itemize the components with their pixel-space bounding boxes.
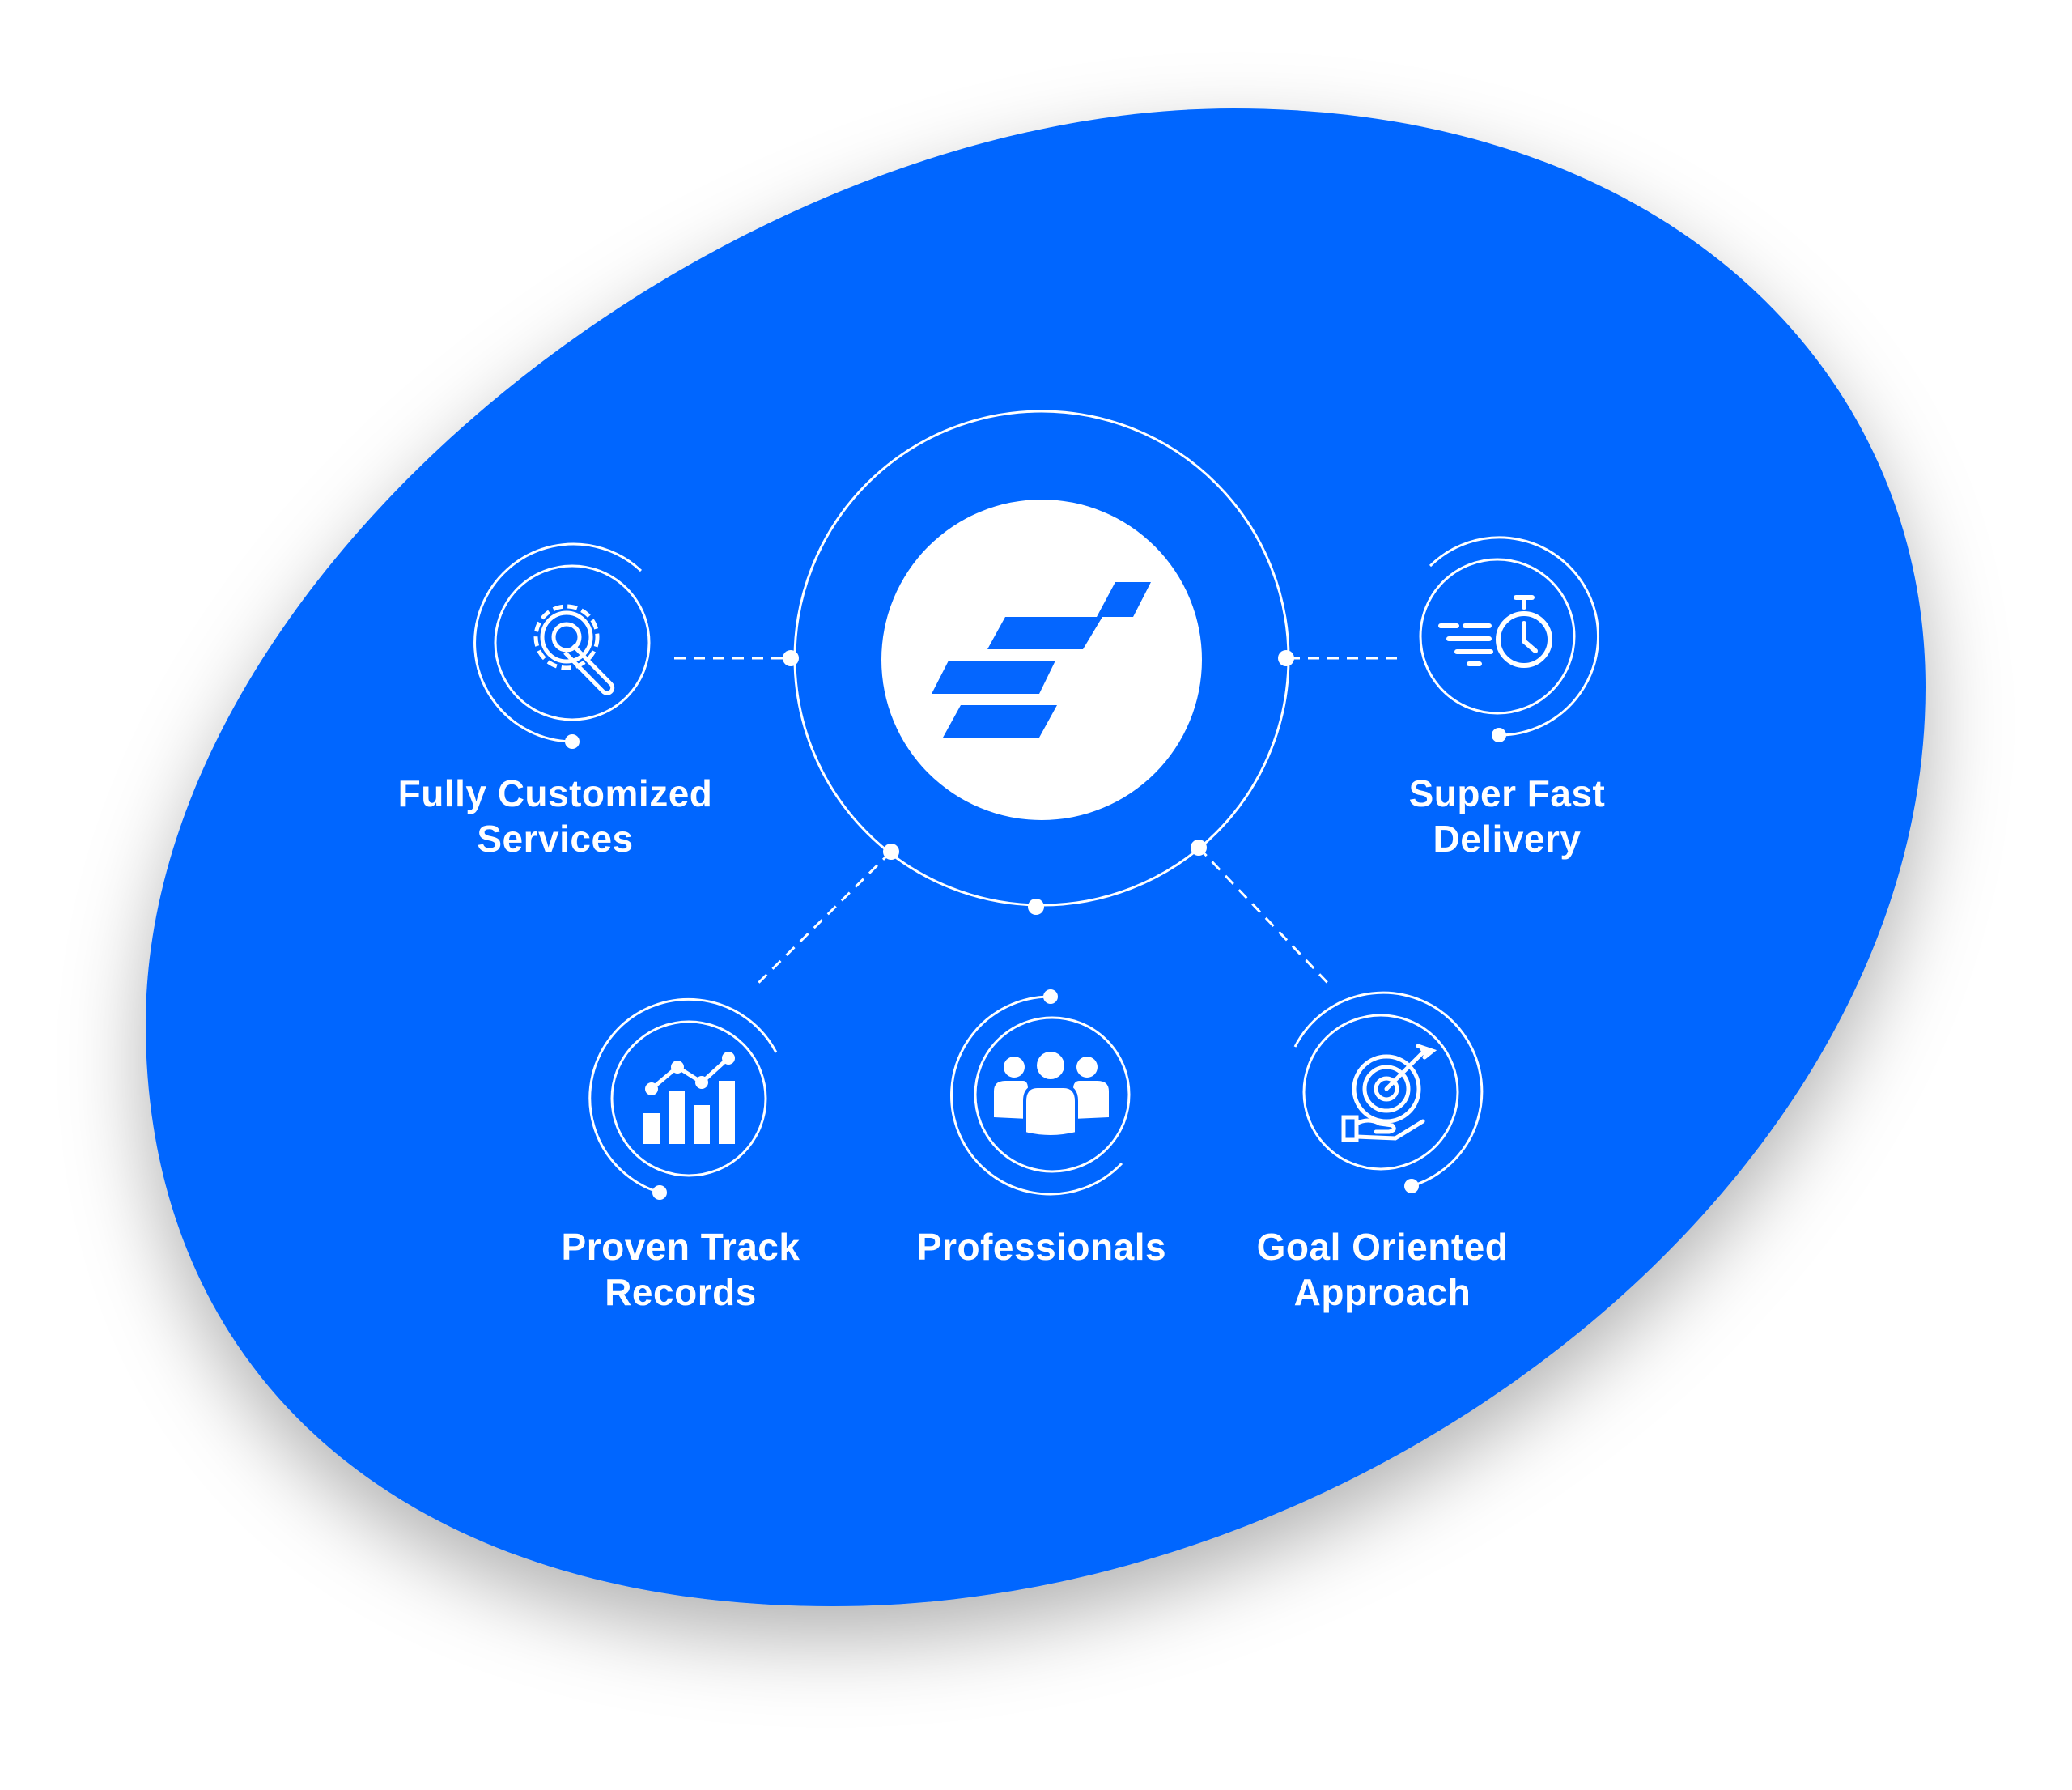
feature-title-line1: Professionals (916, 1226, 1167, 1268)
feature-ring-goal (1302, 1014, 1459, 1171)
feature-ring-professionals (974, 1016, 1131, 1173)
feature-title-line1: Proven Track (561, 1226, 800, 1268)
feature-label-customized: Fully Customized Services (345, 771, 766, 861)
feature-ring-delivery (1419, 558, 1576, 715)
feature-label-records: Proven Track Records (470, 1224, 891, 1315)
feature-label-delivery: Super Fast Delivery (1297, 771, 1717, 861)
team-people-icon (994, 1052, 1109, 1138)
connector-dots (565, 650, 1506, 1200)
connector-lines (674, 657, 1403, 989)
feature-label-goal: Goal Oriented Approach (1172, 1224, 1593, 1315)
target-hand-icon (1341, 1044, 1437, 1142)
feature-title-line2: Services (477, 818, 634, 860)
feature-title-line2: Records (605, 1271, 757, 1313)
gear-wrench-icon (533, 604, 615, 695)
feature-label-professionals: Professionals (831, 1224, 1252, 1269)
stopwatch-fast-icon (1438, 595, 1552, 668)
feature-title-line1: Super Fast (1408, 772, 1606, 814)
blue-blob-background (146, 108, 1926, 1606)
brand-logo-icon (881, 500, 1202, 820)
feature-title-line2: Approach (1293, 1271, 1471, 1313)
feature-title-line2: Delivery (1433, 818, 1582, 860)
feature-title-line1: Goal Oriented (1256, 1226, 1509, 1268)
feature-ring-customized (494, 564, 651, 721)
bar-chart-trend-icon (643, 1052, 735, 1144)
feature-title-line1: Fully Customized (397, 772, 713, 814)
feature-ring-records (610, 1020, 767, 1177)
